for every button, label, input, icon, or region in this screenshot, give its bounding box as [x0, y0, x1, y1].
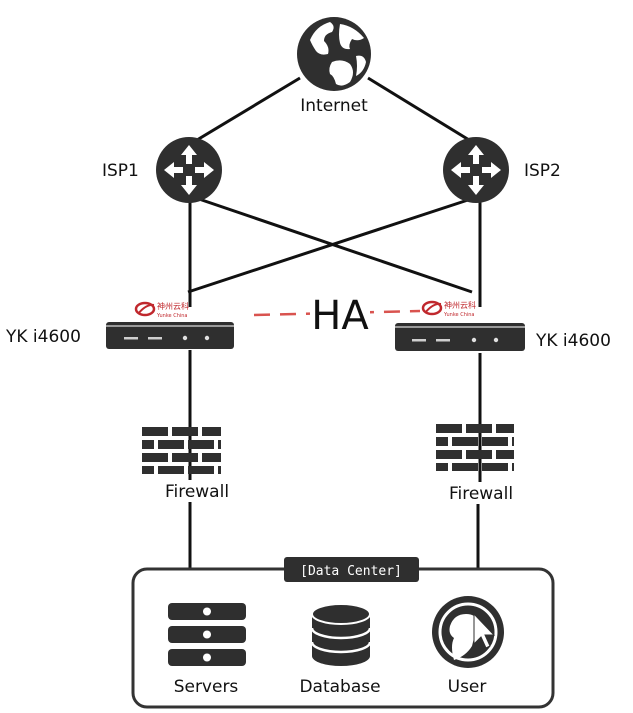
- internet-label: Internet: [300, 96, 368, 116]
- firewall-icon-right: [436, 424, 514, 471]
- link-internet-isp1: [191, 76, 301, 145]
- link-isp2-lb-left: [187, 196, 475, 294]
- lb-right-label: YK i4600: [535, 331, 611, 351]
- globe-icon: [297, 17, 371, 91]
- servers-label: Servers: [174, 677, 239, 697]
- isp1-label: ISP1: [102, 161, 139, 181]
- data-center-title: [Data Center]: [300, 564, 402, 579]
- fw-left-label-bg: [160, 480, 234, 502]
- servers-icon: [168, 603, 246, 666]
- brand-logo-left: 神州云科 Yunke China: [134, 301, 189, 319]
- svg-text:神州云科: 神州云科: [157, 301, 189, 311]
- svg-text:Yunke China: Yunke China: [443, 312, 474, 318]
- user-label: User: [448, 677, 487, 697]
- load-balancer-left: [106, 322, 234, 349]
- svg-text:神州云科: 神州云科: [444, 300, 476, 310]
- user-icon: [432, 596, 504, 668]
- lb-left-label: YK i4600: [5, 327, 81, 347]
- router-icon-isp2: [443, 137, 509, 203]
- ha-label: HA: [311, 293, 369, 339]
- data-center-title-bg: [284, 557, 419, 582]
- database-label: Database: [299, 677, 380, 697]
- link-internet-isp2: [367, 76, 475, 145]
- database-icon: [310, 603, 372, 666]
- load-balancer-right: [395, 323, 525, 351]
- connections: [187, 76, 482, 569]
- isp2-label: ISP2: [524, 161, 561, 181]
- fw-left-label: Firewall: [165, 482, 229, 502]
- firewall-icon-left: [142, 427, 221, 474]
- fw-right-label-bg: [443, 482, 519, 504]
- fw-right-label: Firewall: [449, 484, 513, 504]
- router-icon-isp1: [156, 137, 222, 203]
- ha-label-bg: [310, 292, 370, 334]
- svg-text:Yunke China: Yunke China: [156, 313, 187, 319]
- brand-logo-right: 神州云科 Yunke China: [421, 300, 476, 318]
